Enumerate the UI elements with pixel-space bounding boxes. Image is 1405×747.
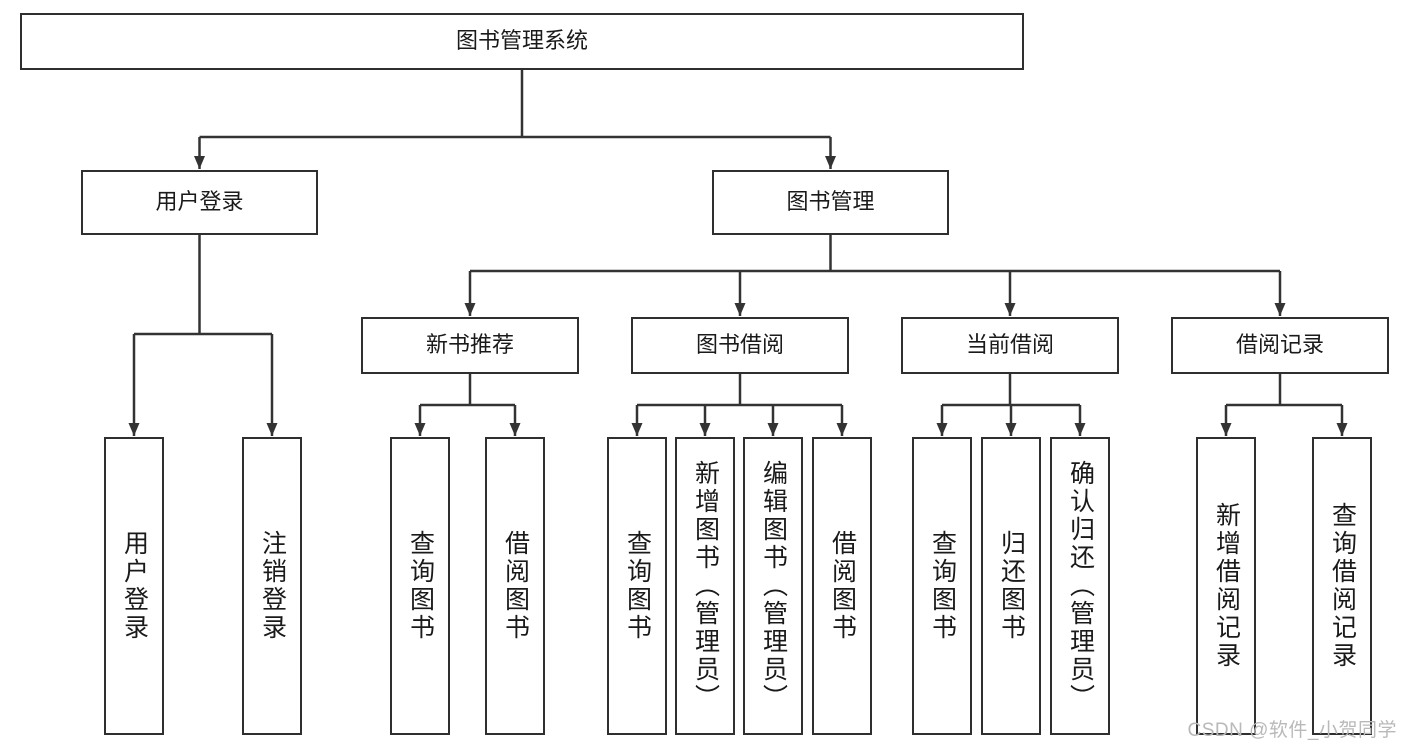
arrowhead-icon bbox=[1274, 303, 1286, 316]
arrowhead-icon bbox=[699, 423, 711, 436]
arrowhead-icon bbox=[631, 423, 643, 436]
node-login[interactable]: 用户登录 bbox=[81, 170, 318, 235]
node-label: 图书借阅 bbox=[695, 332, 784, 358]
node-l-login-1[interactable]: 用户登录 bbox=[104, 437, 164, 735]
node-l-cur-3[interactable]: 确认归还（管理员） bbox=[1050, 437, 1110, 735]
node-label: 新增图书（管理员） bbox=[691, 460, 720, 712]
node-label: 确认归还（管理员） bbox=[1066, 460, 1095, 712]
watermark: CSDN @软件_小贺同学 bbox=[1187, 720, 1397, 741]
node-label: 查询借阅记录 bbox=[1328, 502, 1357, 670]
node-label: 图书管理系统 bbox=[455, 28, 588, 54]
node-label: 当前借阅 bbox=[965, 332, 1054, 358]
arrowhead-icon bbox=[414, 423, 426, 436]
node-label: 归还图书 bbox=[997, 530, 1026, 642]
node-label: 用户登录 bbox=[120, 530, 149, 642]
arrowhead-icon bbox=[1336, 423, 1348, 436]
node-current[interactable]: 当前借阅 bbox=[901, 317, 1119, 374]
node-label: 用户登录 bbox=[155, 189, 244, 215]
node-l-new-2[interactable]: 借阅图书 bbox=[485, 437, 545, 735]
node-label: 借阅图书 bbox=[828, 530, 857, 642]
node-l-borrow-4[interactable]: 借阅图书 bbox=[812, 437, 872, 735]
node-label: 图书管理 bbox=[786, 189, 875, 215]
node-label: 借阅图书 bbox=[501, 530, 530, 642]
arrowhead-icon bbox=[936, 423, 948, 436]
arrowhead-icon bbox=[1005, 423, 1017, 436]
node-label: 借阅记录 bbox=[1235, 332, 1324, 358]
node-l-cur-1[interactable]: 查询图书 bbox=[912, 437, 972, 735]
node-label: 注销登录 bbox=[258, 530, 287, 642]
node-root[interactable]: 图书管理系统 bbox=[20, 13, 1024, 70]
arrowhead-icon bbox=[1220, 423, 1232, 436]
node-l-cur-2[interactable]: 归还图书 bbox=[981, 437, 1041, 735]
node-records[interactable]: 借阅记录 bbox=[1171, 317, 1389, 374]
arrowhead-icon bbox=[1074, 423, 1086, 436]
arrowhead-icon bbox=[767, 423, 779, 436]
node-bookmgmt[interactable]: 图书管理 bbox=[712, 170, 949, 235]
arrowhead-icon bbox=[1004, 303, 1016, 316]
node-label: 编辑图书（管理员） bbox=[759, 460, 788, 712]
arrowhead-icon bbox=[266, 423, 278, 436]
node-label: 查询图书 bbox=[406, 530, 435, 642]
node-l-new-1[interactable]: 查询图书 bbox=[390, 437, 450, 735]
arrowhead-icon bbox=[825, 156, 836, 169]
arrowhead-icon bbox=[836, 423, 848, 436]
node-l-login-2[interactable]: 注销登录 bbox=[242, 437, 302, 735]
node-l-rec-1[interactable]: 新增借阅记录 bbox=[1196, 437, 1256, 735]
node-label: 新增借阅记录 bbox=[1212, 502, 1241, 670]
node-l-borrow-2[interactable]: 新增图书（管理员） bbox=[675, 437, 735, 735]
arrowhead-icon bbox=[128, 423, 140, 436]
node-borrow[interactable]: 图书借阅 bbox=[631, 317, 849, 374]
node-l-borrow-3[interactable]: 编辑图书（管理员） bbox=[743, 437, 803, 735]
node-l-rec-2[interactable]: 查询借阅记录 bbox=[1312, 437, 1372, 735]
arrowhead-icon bbox=[194, 156, 205, 169]
node-newbook[interactable]: 新书推荐 bbox=[361, 317, 579, 374]
node-l-borrow-1[interactable]: 查询图书 bbox=[607, 437, 667, 735]
arrowhead-icon bbox=[509, 423, 521, 436]
node-label: 查询图书 bbox=[623, 530, 652, 642]
node-label: 新书推荐 bbox=[425, 332, 514, 358]
arrowhead-icon bbox=[734, 303, 746, 316]
node-label: 查询图书 bbox=[928, 530, 957, 642]
arrowhead-icon bbox=[464, 303, 476, 316]
